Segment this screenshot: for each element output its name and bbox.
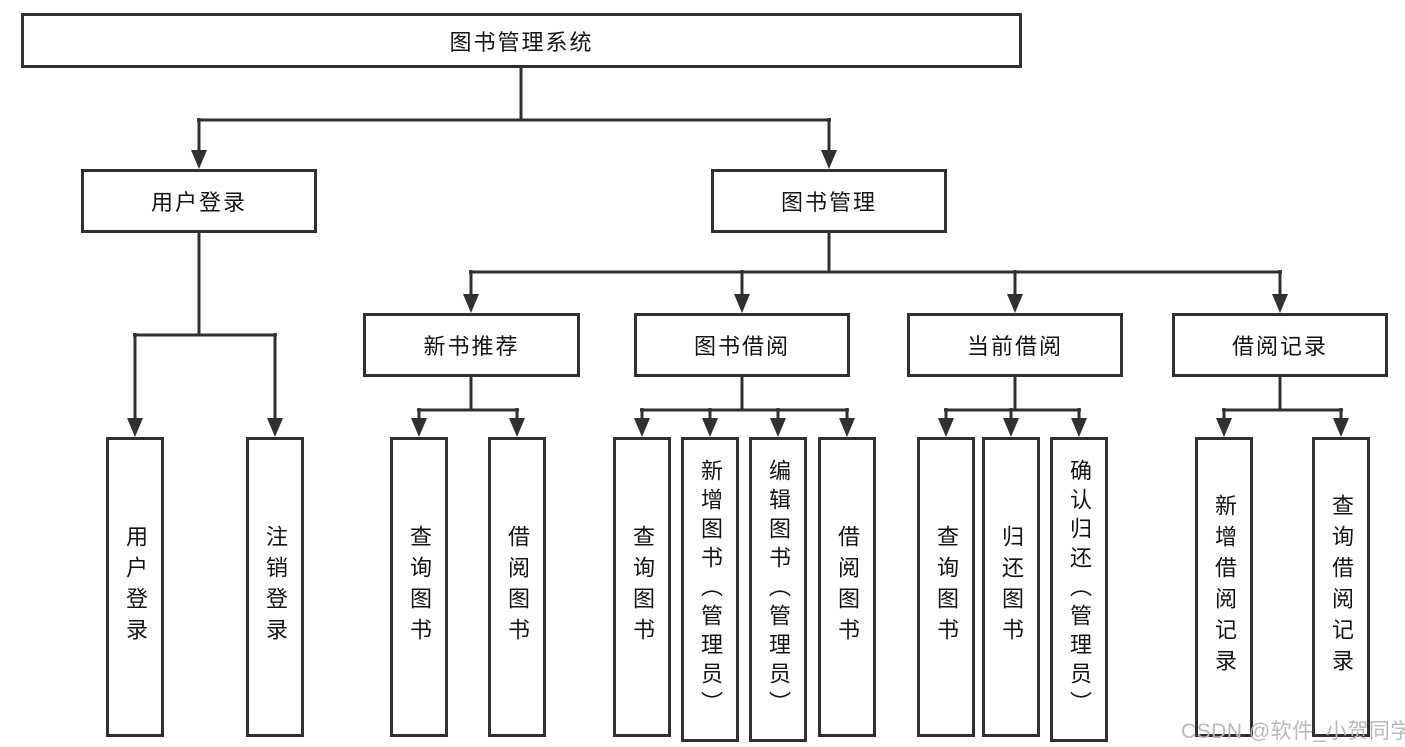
leaf-query-books-borrow-label: 查询图书 (630, 525, 655, 649)
node-book-management: 图书管理 (711, 169, 947, 233)
connector-book-management-group (463, 233, 1288, 313)
leaf-return-book-label: 归还图书 (999, 525, 1024, 649)
node-user-login: 用户登录 (81, 169, 317, 233)
connector-borrow-records-group (1216, 377, 1349, 437)
leaf-edit-book-admin-label: 编辑图书（管理员） (766, 459, 791, 720)
leaf-borrow-books: 借阅图书 (818, 437, 876, 737)
connector-current-borrow-group (938, 377, 1087, 437)
leaf-borrow-books-recommend-label: 借阅图书 (505, 525, 530, 649)
leaf-confirm-return-admin: 确认归还（管理员） (1050, 437, 1108, 742)
node-borrow-records: 借阅记录 (1172, 313, 1388, 377)
leaf-return-book: 归还图书 (982, 437, 1040, 737)
leaf-borrow-books-recommend: 借阅图书 (488, 437, 546, 737)
connector-new-book-recommend-group (411, 377, 525, 437)
leaf-query-books-recommend-label: 查询图书 (407, 525, 432, 649)
csdn-watermark: CSDN @软件_小贺同学 (1181, 720, 1405, 743)
leaf-user-login: 用户登录 (106, 437, 164, 737)
leaf-query-books-borrow: 查询图书 (613, 437, 671, 737)
leaf-user-login-label: 用户登录 (123, 525, 148, 649)
node-book-borrow: 图书借阅 (634, 313, 850, 377)
leaf-add-book-admin-label: 新增图书（管理员） (698, 459, 723, 720)
leaf-add-book-admin: 新增图书（管理员） (681, 437, 739, 742)
connector-book-borrow-group (634, 377, 855, 437)
leaf-borrow-books-label: 借阅图书 (835, 525, 860, 649)
leaf-add-borrow-record-label: 新增借阅记录 (1212, 494, 1237, 680)
leaf-query-books-current: 查询图书 (917, 437, 975, 737)
leaf-edit-book-admin: 编辑图书（管理员） (749, 437, 807, 742)
leaf-query-books-recommend: 查询图书 (390, 437, 448, 737)
node-new-book-recommend: 新书推荐 (363, 313, 580, 377)
leaf-add-borrow-record: 新增借阅记录 (1195, 437, 1253, 737)
leaf-query-books-current-label: 查询图书 (934, 525, 959, 649)
leaf-confirm-return-admin-label: 确认归还（管理员） (1067, 459, 1092, 720)
leaf-query-borrow-record: 查询借阅记录 (1312, 437, 1370, 737)
node-library-management-system: 图书管理系统 (21, 13, 1022, 68)
node-current-borrow: 当前借阅 (907, 313, 1123, 377)
connector-root-to-level2 (191, 68, 837, 169)
leaf-logout-label: 注销登录 (263, 525, 288, 649)
connector-user-login-group (127, 233, 283, 437)
leaf-logout: 注销登录 (246, 437, 304, 737)
leaf-query-borrow-record-label: 查询借阅记录 (1329, 494, 1354, 680)
